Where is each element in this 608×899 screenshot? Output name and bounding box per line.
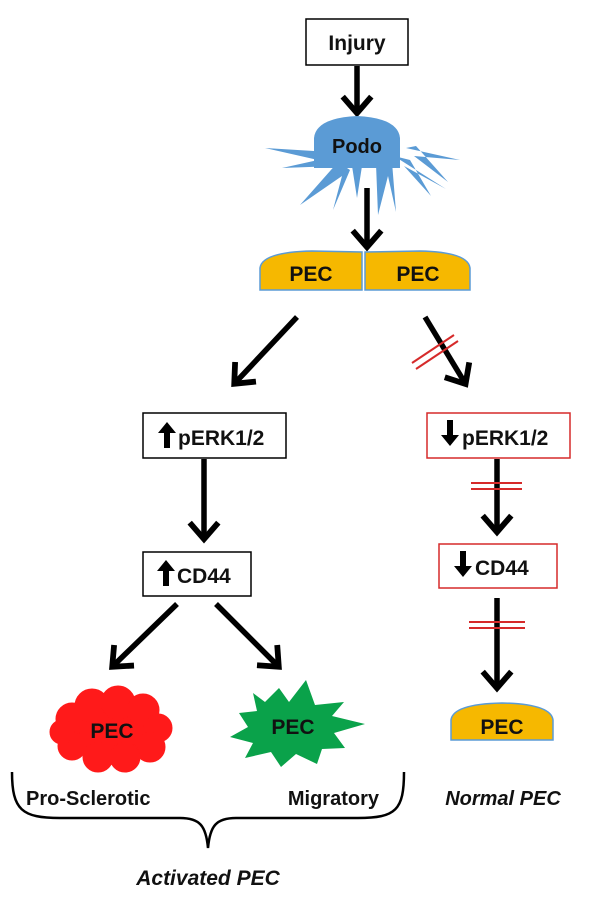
cd44-up-label: CD44: [177, 565, 231, 588]
cd44-up-node: CD44: [142, 551, 252, 597]
cd44-down-node: CD44: [438, 543, 558, 589]
inhibition-mark-pec-perk: [411, 334, 459, 370]
arrow-cd44-to-migratory: [214, 602, 282, 670]
cd44-down-label: CD44: [475, 557, 529, 580]
pec-normal-cell: [450, 702, 554, 741]
cloud-shape: [49, 685, 173, 773]
activated-pec-caption: Activated PEC: [135, 867, 280, 890]
podocyte-label: Podo: [332, 136, 382, 158]
pec-migratory-label: PEC: [271, 716, 314, 739]
up-arrow-icon: [157, 560, 175, 586]
pec-sclerotic-node: PEC: [49, 685, 173, 773]
arrow-pec-to-perk-up: [231, 315, 300, 388]
pec-normal-label: PEC: [480, 716, 523, 739]
perk-down-node: pERK1/2: [426, 412, 571, 459]
up-arrow-icon: [158, 422, 176, 448]
pro-sclerotic-caption: Pro-Sclerotic: [26, 788, 150, 810]
perk-up-node: pERK1/2: [142, 412, 287, 459]
perk-up-label: pERK1/2: [178, 427, 264, 450]
inhibition-mark-cd44-normal: [469, 621, 525, 629]
normal-pec-caption: Normal PEC: [445, 788, 561, 810]
starburst-shape: [230, 680, 365, 767]
inhibition-mark-perk-cd44: [471, 482, 522, 490]
activated-group-brace: [10, 771, 406, 849]
pec-pair-node: PEC PEC: [259, 250, 471, 291]
pec-left-cell: [259, 250, 363, 291]
podocyte-body: [314, 116, 400, 168]
migratory-caption: Migratory: [288, 788, 380, 810]
pec-normal-node: PEC: [450, 702, 554, 741]
podocyte-node: Podo: [265, 116, 460, 215]
pec-sclerotic-label: PEC: [90, 720, 133, 743]
pec-migratory-node: PEC: [230, 680, 365, 767]
down-arrow-icon: [441, 420, 459, 446]
pec-right-label: PEC: [396, 263, 439, 286]
pec-left-label: PEC: [289, 263, 332, 286]
arrow-cd44-to-sclerotic: [109, 602, 179, 670]
injury-label: Injury: [328, 32, 385, 55]
down-arrow-icon: [454, 551, 472, 577]
injury-node: Injury: [305, 18, 409, 66]
pec-right-cell: [364, 250, 471, 291]
perk-down-label: pERK1/2: [462, 427, 548, 450]
